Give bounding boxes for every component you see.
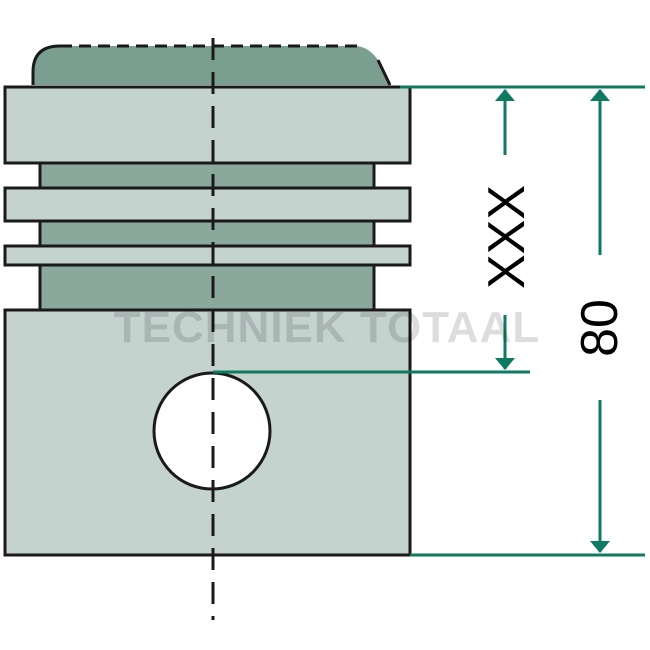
pin-height-dimension: XXX: [478, 89, 536, 370]
ring-groove-1: [38, 161, 376, 190]
second-ring-land: [3, 186, 412, 223]
piston-crown: [31, 44, 392, 86]
third-ring-land: [3, 244, 412, 267]
watermark: TECHNIEK TOTAAL: [114, 303, 540, 352]
ring-groove-2: [38, 219, 376, 248]
pin-height-label: XXX: [478, 185, 536, 289]
total-height-label: 80: [571, 299, 629, 357]
top-ring-land: [3, 85, 412, 165]
total-height-dimension: 80: [571, 89, 629, 553]
